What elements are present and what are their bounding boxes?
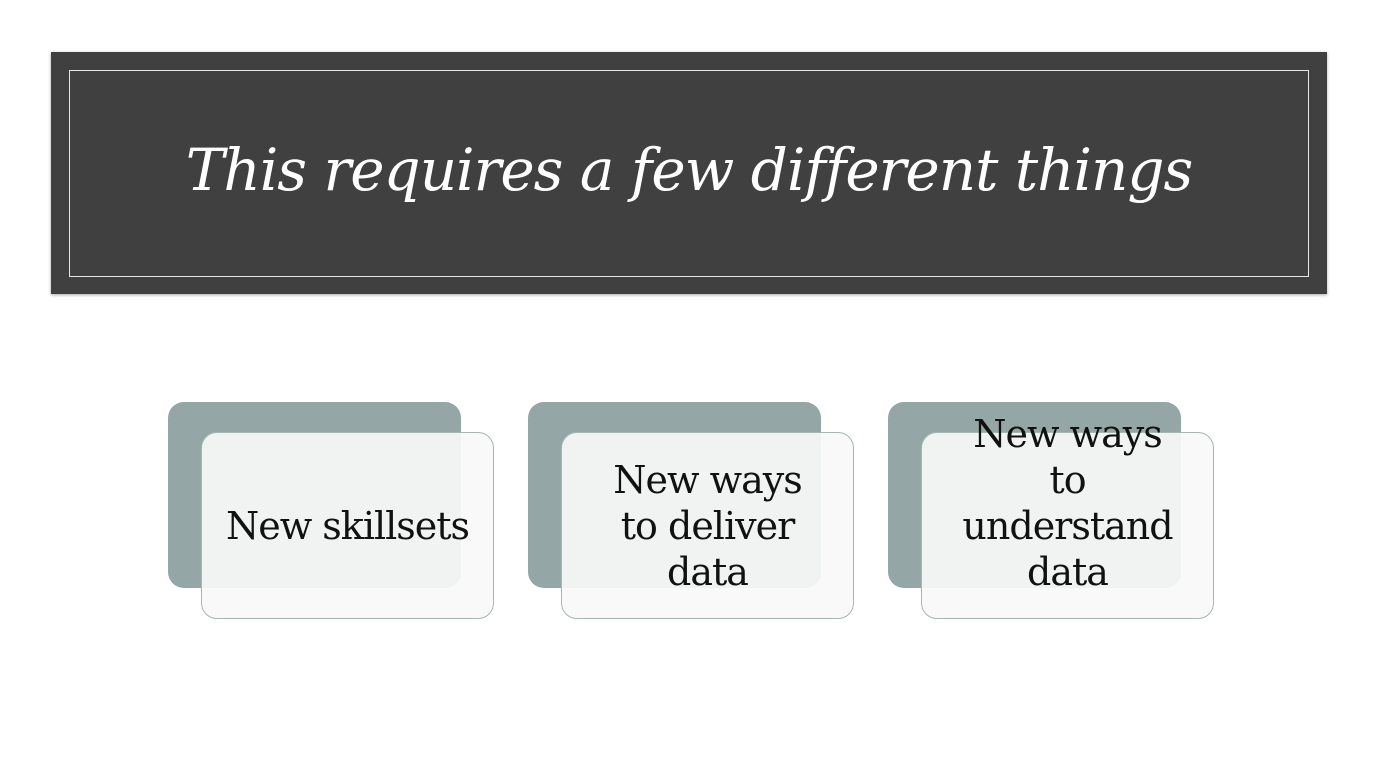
card-front-shape: New ways to understand data (921, 412, 1214, 619)
card-label: New ways to deliver data (613, 457, 803, 594)
card-deliver-data: New ways to deliver data (528, 402, 856, 622)
card-front-shape: New skillsets (201, 432, 494, 619)
card-label: New ways to understand data (962, 411, 1173, 594)
card-front-shape: New ways to deliver data (561, 432, 854, 619)
slide-title: This requires a few different things (185, 135, 1194, 204)
title-frame: This requires a few different things (69, 70, 1309, 277)
title-banner: This requires a few different things (51, 52, 1327, 294)
card-label: New skillsets (225, 503, 470, 548)
card-new-skillsets: New skillsets (168, 402, 496, 622)
card-understand-data: New ways to understand data (888, 402, 1216, 622)
